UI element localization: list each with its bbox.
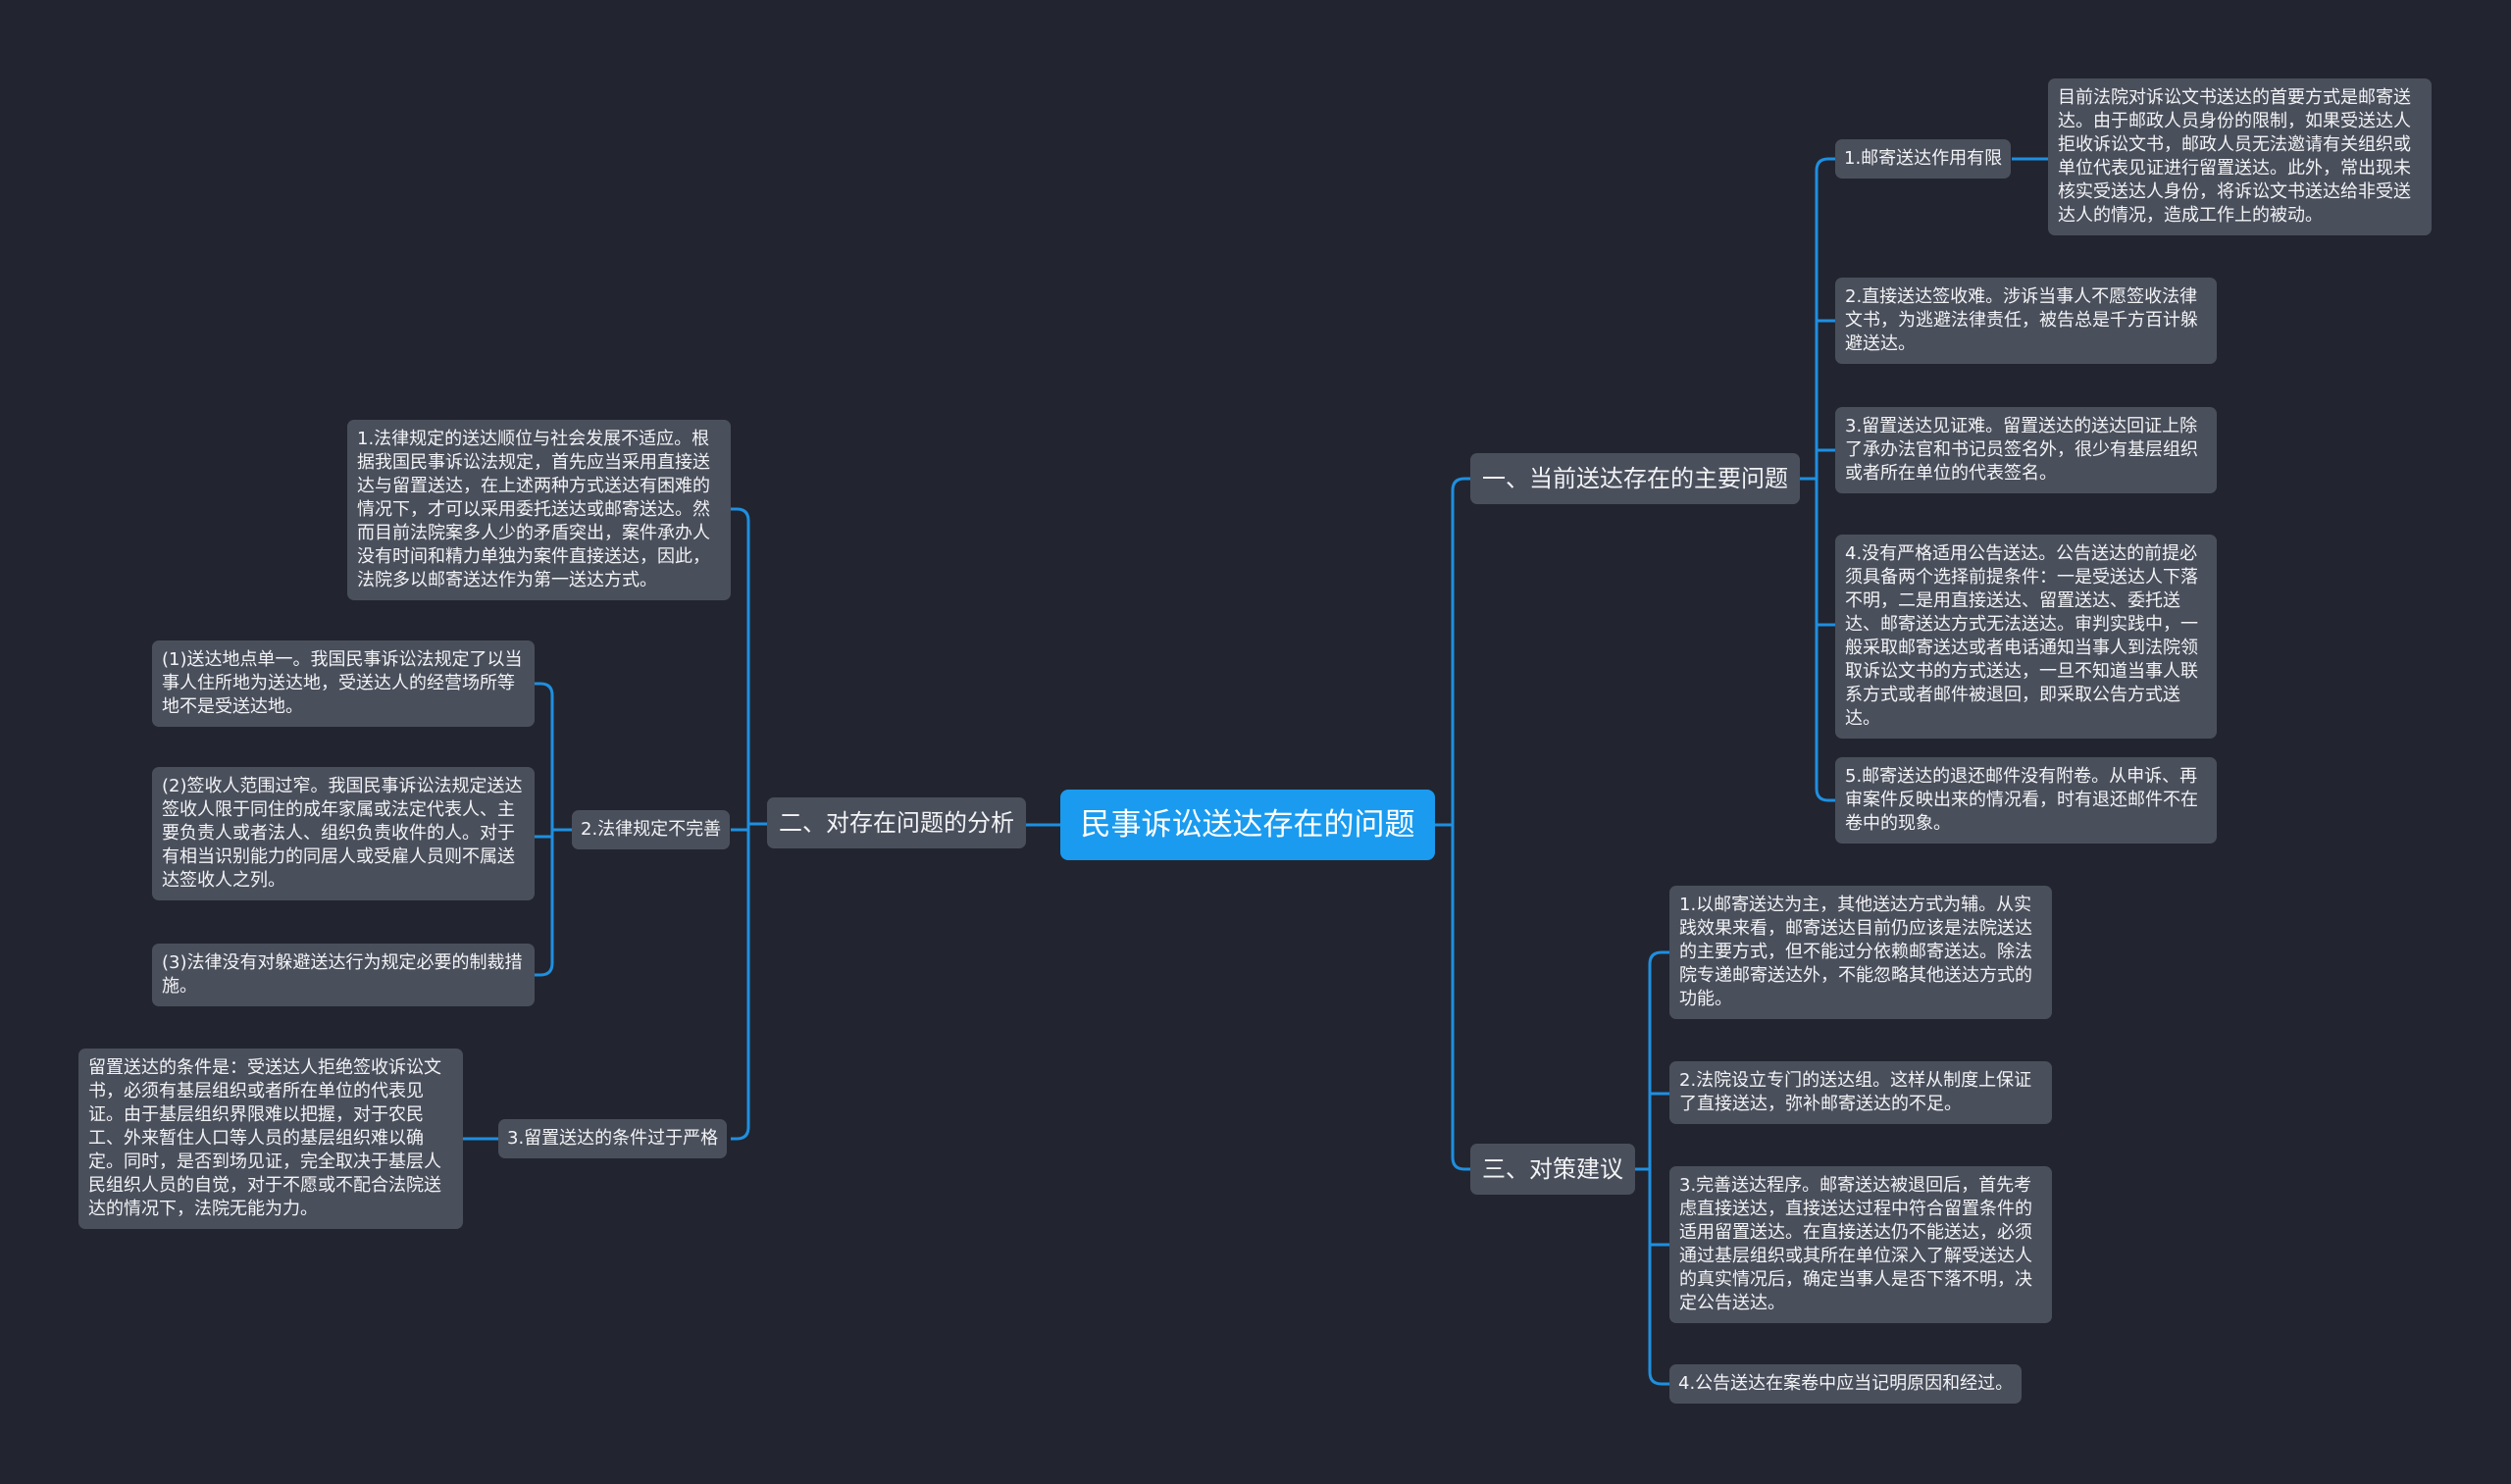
connector-problems (1799, 157, 1835, 802)
suggestion-postal-main[interactable]: 1.以邮寄送达为主，其他送达方式为辅。从实践效果来看，邮寄送达目前仍应该是法院送… (1669, 886, 2052, 1019)
problem-public-notice[interactable]: 4.没有严格适用公告送达。公告送达的前提必须具备两个选择前提条件：一是受送达人下… (1835, 535, 2217, 739)
connector-root-right (1435, 477, 1470, 1171)
lien-strict-detail[interactable]: 留置送达的条件是：受送达人拒绝签收诉讼文书，必须有基层组织或者所在单位的代表见证… (78, 1049, 463, 1229)
branch-main-problems[interactable]: 一、当前送达存在的主要问题 (1470, 453, 1800, 504)
law-narrow-signers[interactable]: (2)签收人范围过窄。我国民事诉讼法规定送达签收人限于同住的成年家属或法定代表人… (152, 767, 535, 900)
law-no-sanctions[interactable]: (3)法律没有对躲避送达行为规定必要的制裁措施。 (152, 944, 535, 1006)
suggestion-delivery-team[interactable]: 2.法院设立专门的送达组。这样从制度上保证了直接送达，弥补邮寄送达的不足。 (1669, 1061, 2052, 1124)
analysis-lien-strict[interactable]: 3.留置送达的条件过于严格 (498, 1119, 728, 1158)
branch-suggestions[interactable]: 三、对策建议 (1470, 1144, 1635, 1195)
problem-postal-limited[interactable]: 1.邮寄送达作用有限 (1835, 139, 2012, 179)
connector-analysis (731, 507, 767, 1141)
root-topic[interactable]: 民事诉讼送达存在的问题 (1060, 790, 1435, 860)
analysis-order-mismatch[interactable]: 1.法律规定的送达顺位与社会发展不适应。根据我国民事诉讼法规定，首先应当采用直接… (347, 420, 731, 600)
suggestion-improve-procedure[interactable]: 3.完善送达程序。邮寄送达被退回后，首先考虑直接送达，直接送达过程中符合留置条件… (1669, 1166, 2052, 1323)
problem-lien-witness[interactable]: 3.留置送达见证难。留置送达的送达回证上除了承办法官和书记员签名外，很少有基层组… (1835, 407, 2217, 493)
branch-analysis[interactable]: 二、对存在问题的分析 (767, 797, 1026, 848)
problem-postal-detail[interactable]: 目前法院对诉讼文书送达的首要方式是邮寄送达。由于邮政人员身份的限制，如果受送达人… (2048, 78, 2432, 235)
problem-direct-delivery[interactable]: 2.直接送达签收难。涉诉当事人不愿签收法律文书，为逃避法律责任，被告总是千方百计… (1835, 278, 2217, 364)
suggestion-record-reasons[interactable]: 4.公告送达在案卷中应当记明原因和经过。 (1669, 1364, 2023, 1404)
connector-suggestions (1634, 950, 1669, 1386)
law-single-location[interactable]: (1)送达地点单一。我国民事诉讼法规定了以当事人住所地为送达地，受送达人的经营场… (152, 640, 535, 727)
connector-law-imperfect (535, 682, 572, 977)
problem-returned-mail[interactable]: 5.邮寄送达的退还邮件没有附卷。从申诉、再审案件反映出来的情况看，时有退还邮件不… (1835, 757, 2217, 844)
analysis-law-imperfect[interactable]: 2.法律规定不完善 (572, 810, 731, 849)
